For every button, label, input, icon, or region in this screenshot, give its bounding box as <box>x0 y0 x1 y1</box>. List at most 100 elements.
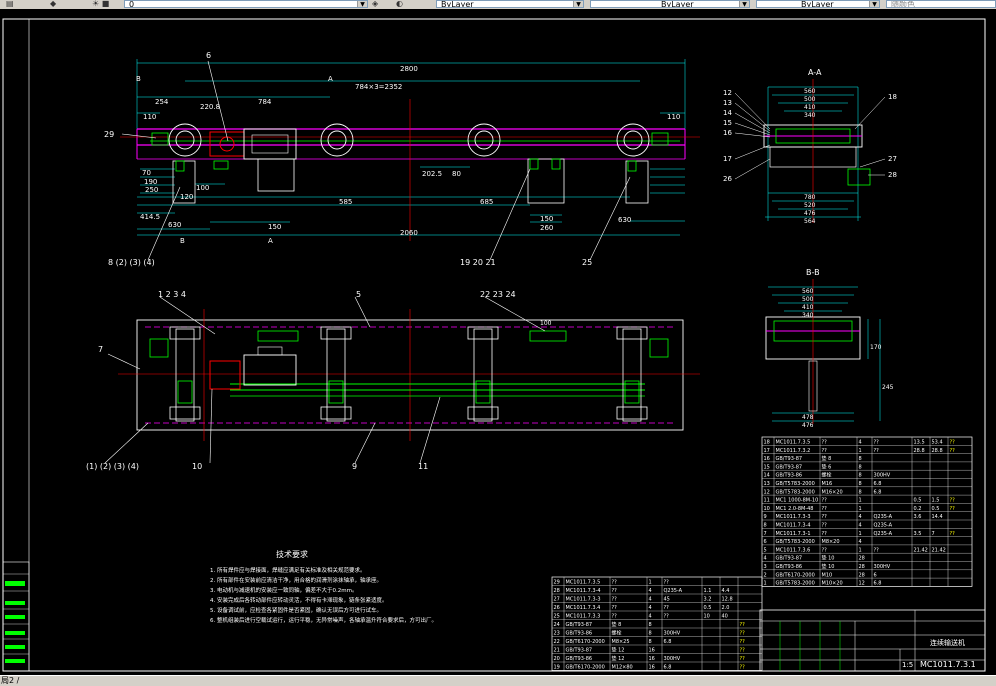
bom-cell: 22 <box>554 639 560 645</box>
bom-cell: 1 <box>859 547 862 553</box>
bom-cell: ?? <box>740 631 746 637</box>
layout-tab[interactable]: 局2 / <box>1 676 20 685</box>
layer-dropdown-value: 0 <box>129 0 135 8</box>
bom-cell: 2.0 <box>722 605 730 611</box>
bom-cell: 21.42 <box>914 547 928 553</box>
tech-req-item-4: 4. 安装完成后各转动部件应转动灵活，不得有卡滞现象，链条张紧适度。 <box>210 596 388 604</box>
dim-630-right: 630 <box>618 216 631 224</box>
chevron-down-icon: ▼ <box>357 1 367 7</box>
layer-state-icon[interactable]: ◆ <box>50 0 57 8</box>
bom-cell: 6.8 <box>874 481 882 487</box>
bom-cell: 20 <box>554 656 560 662</box>
bom-cell: ?? <box>822 448 828 454</box>
tech-requirements: 技术要求 1. 所有焊件应与焊接面，焊缝应满足有关标准及相关规范要求。 2. 所… <box>210 549 437 624</box>
bom-cell: 6.8 <box>874 581 882 587</box>
bom-cell: 6.8 <box>874 489 882 495</box>
bom-cell: 4 <box>649 588 652 594</box>
bom-cell: GB/T93-87 <box>776 456 803 462</box>
bom-cell: 6 <box>874 572 877 578</box>
drawing-canvas[interactable]: B A 2800 784×3=2352 254 220.8 784 110 11… <box>0 9 996 675</box>
bom-cell: MC1011.7.3.3 <box>566 614 601 620</box>
bom-cell: M8×20 <box>822 539 840 545</box>
dim-150-right: 150 <box>540 215 553 223</box>
bom-cell: ?? <box>822 514 828 520</box>
bom-cell: M10 <box>822 572 833 578</box>
aa-callout-18: 18 <box>888 93 897 101</box>
bom-cell: 28.8 <box>914 448 925 454</box>
bom-cell: 40 <box>722 614 728 620</box>
bom-cell: ?? <box>822 523 828 529</box>
bom-cell: ?? <box>740 665 746 671</box>
bom-cell: 11 <box>764 498 770 504</box>
bom-cell: 垫 8 <box>822 455 832 462</box>
plan-callouts-top-left: 1 2 3 4 <box>158 290 186 299</box>
aa-callout-27: 27 <box>888 155 897 163</box>
bom-cell: M10×20 <box>822 581 843 587</box>
tech-req-item-6: 6. 整机组装后进行空载试运行，运行平稳，无异常噪声，各轴承温升符合要求后，方可… <box>210 616 437 624</box>
title-block-scale: 1:5 <box>902 661 913 669</box>
tech-req-title: 技术要求 <box>276 549 308 559</box>
bom-cell: 4 <box>859 440 862 446</box>
bom-cell: 垫 10 <box>822 563 835 570</box>
callouts-bottom-mid: 19 20 21 <box>460 258 496 267</box>
bom-cell: ?? <box>950 498 956 504</box>
bom-cell: 1 <box>764 581 767 587</box>
dim-2208: 220.8 <box>200 103 220 111</box>
bom-cell: 6.8 <box>664 639 672 645</box>
bom-cell: GB/T93-86 <box>566 656 593 662</box>
dim-2025: 202.5 <box>422 170 442 178</box>
plan-callout-11: 11 <box>418 462 428 471</box>
color-dropdown[interactable]: ByLayer ▼ <box>436 0 584 8</box>
bom-cell: ?? <box>950 506 956 512</box>
aa-dim-top-0: 560 <box>804 88 816 95</box>
plan-view: 1 2 3 4 5 22 23 24 100 7 (1) (2) (3) (4)… <box>86 290 700 471</box>
title-block: 连续输送机 1:5 MC1011.7.3.1 <box>759 609 986 672</box>
bom-cell: ?? <box>950 440 956 446</box>
bom-cell: 300HV <box>664 656 681 662</box>
bom-cell: ?? <box>740 639 746 645</box>
aa-dim-bottom-0: 780 <box>804 194 816 201</box>
lineweight-dropdown[interactable]: ByLayer ▼ <box>756 0 880 8</box>
plotstyle-dropdown[interactable]: 随颜色 <box>886 0 996 8</box>
bom-cell: ?? <box>822 547 828 553</box>
linetype-dropdown[interactable]: ByLayer ▼ <box>590 0 750 8</box>
bom-cell: 16 <box>649 648 655 654</box>
aa-callout-15: 15 <box>723 119 732 127</box>
front-view: B A 2800 784×3=2352 254 220.8 784 110 11… <box>104 51 700 267</box>
bom-cell: GB/T93-87 <box>566 622 593 628</box>
layer-manager-icon[interactable]: ▤ <box>6 0 14 8</box>
bom-cell: 4.4 <box>722 588 730 594</box>
make-current-icon[interactable]: ◈ <box>372 0 379 8</box>
dim-120: 120 <box>180 193 193 201</box>
aa-dim-top-1: 500 <box>804 96 816 103</box>
layer-dropdown[interactable]: 0 ▼ <box>124 0 368 8</box>
layer-toggle-icons[interactable]: ☀ ■ <box>92 0 110 8</box>
bom-cell: MC1011.7.3.2 <box>776 448 811 454</box>
bom-cell: ?? <box>612 597 618 603</box>
aa-dim-bottom-3: 564 <box>804 218 816 225</box>
bom-cell: ?? <box>874 440 880 446</box>
bom-cell: GB/T5783-2000 <box>776 581 815 587</box>
section-aa-dims: 560 500 410 340 780 520 476 564 <box>804 88 816 225</box>
bom-cell: 25 <box>554 614 560 620</box>
bom-cell: MC1011.7.3-3 <box>776 514 811 520</box>
bom-cell: 45 <box>664 597 670 603</box>
bb-dim-bottom-1: 476 <box>802 422 814 429</box>
bom-cell: M12×80 <box>612 665 633 671</box>
bom-cell: 3.6 <box>914 514 922 520</box>
bom-cell: 16 <box>649 665 655 671</box>
bom-cell: 垫 10 <box>822 555 835 562</box>
bom-cell: 21.42 <box>932 547 946 553</box>
bom-cell: 4 <box>649 614 652 620</box>
title-block-drawing-no: MC1011.7.3.1 <box>920 660 976 669</box>
bom-cell: GB/T93-87 <box>776 556 803 562</box>
bom-cell: 10 <box>764 506 770 512</box>
bom-frame <box>551 576 763 671</box>
aa-callout-26: 26 <box>723 175 732 183</box>
bom-cell: M16 <box>822 481 833 487</box>
bom-cell: 2 <box>764 572 767 578</box>
layer-previous-icon[interactable]: ◐ <box>396 0 403 8</box>
bom-cell: 3.2 <box>704 597 712 603</box>
